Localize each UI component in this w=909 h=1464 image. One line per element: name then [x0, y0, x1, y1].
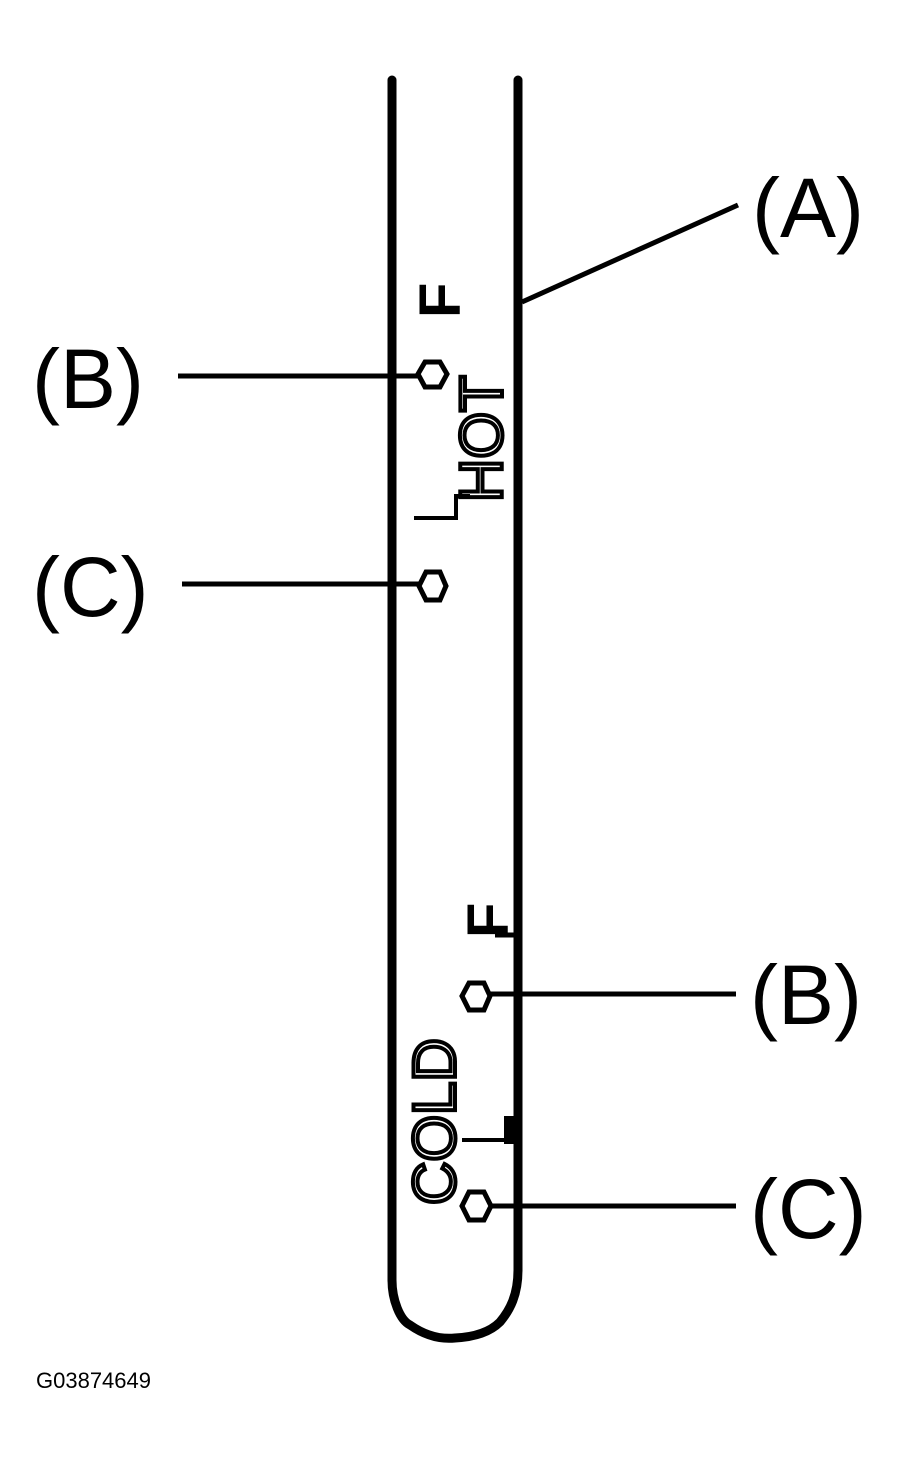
cold-range: F COLD — [399, 903, 736, 1223]
figure-id: G03874649 — [36, 1368, 151, 1393]
cold-full-label: F — [456, 903, 521, 938]
callout-b-upper: (B) — [32, 332, 144, 426]
leader-line-a — [520, 202, 740, 305]
cold-add-step-line — [462, 1118, 510, 1142]
cold-add-marker-icon — [459, 1189, 494, 1223]
hot-add-marker-icon — [416, 569, 449, 603]
cold-full-marker-icon — [459, 980, 493, 1013]
hot-full-marker-icon — [415, 359, 450, 390]
hot-full-label: F — [408, 283, 473, 318]
callout-a: (A) — [752, 161, 864, 255]
hot-label: HOT — [448, 375, 515, 502]
cold-add-tick — [504, 1116, 514, 1144]
callout-c-lower: (C) — [750, 1162, 867, 1256]
dipstick-tip — [387, 1265, 523, 1343]
callout-b-lower: (B) — [750, 948, 862, 1042]
callout-c-upper: (C) — [32, 540, 149, 634]
hot-add-step-line — [414, 494, 470, 520]
dipstick-body — [387, 75, 523, 1343]
hot-range: F HOT — [178, 283, 517, 603]
cold-label: COLD — [401, 1038, 468, 1205]
